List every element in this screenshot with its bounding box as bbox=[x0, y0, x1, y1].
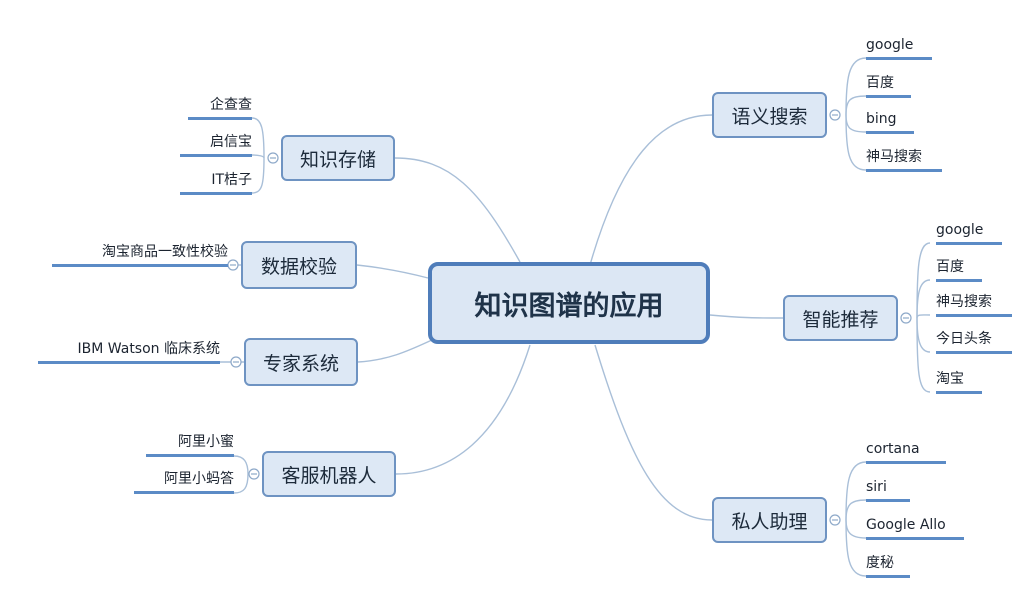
branch-validation[interactable]: 数据校验 bbox=[241, 241, 357, 289]
branch-service[interactable]: 客服机器人 bbox=[262, 451, 396, 497]
leaf-semantic-bing[interactable]: bing bbox=[866, 110, 914, 134]
leaf-storage-itjuzi[interactable]: IT桔子 bbox=[180, 171, 252, 195]
branch-storage[interactable]: 知识存储 bbox=[281, 135, 395, 181]
connector-service bbox=[395, 344, 531, 475]
connector-recommendation bbox=[709, 314, 784, 319]
leaf-semantic-shenma[interactable]: 神马搜索 bbox=[866, 148, 942, 172]
connector-storage bbox=[394, 157, 521, 263]
leaf-reco-baidu[interactable]: 百度 bbox=[936, 258, 982, 282]
leaf-reco-google[interactable]: google bbox=[936, 221, 1002, 245]
leaf-assistant-siri[interactable]: siri bbox=[866, 478, 910, 502]
root-topic[interactable]: 知识图谱的应用 bbox=[428, 262, 710, 344]
leaf-validation-taobao[interactable]: 淘宝商品一致性校验 bbox=[52, 243, 228, 267]
leaf-storage-qichacha[interactable]: 企查查 bbox=[188, 96, 252, 120]
leaf-expert-ibm-watson[interactable]: IBM Watson 临床系统 bbox=[38, 340, 220, 364]
leaf-reco-taobao[interactable]: 淘宝 bbox=[936, 370, 982, 394]
leaf-assistant-dumi[interactable]: 度秘 bbox=[866, 554, 910, 578]
leaf-service-alixiaomi[interactable]: 阿里小蜜 bbox=[146, 433, 234, 457]
leaf-reco-toutiao[interactable]: 今日头条 bbox=[936, 330, 1012, 354]
leaf-assistant-google-allo[interactable]: Google Allo bbox=[866, 516, 964, 540]
leaf-storage-qixinbao[interactable]: 启信宝 bbox=[180, 133, 252, 157]
branch-expert[interactable]: 专家系统 bbox=[244, 338, 358, 386]
branch-recommendation[interactable]: 智能推荐 bbox=[783, 295, 898, 341]
leaf-reco-shenma[interactable]: 神马搜索 bbox=[936, 293, 1012, 317]
connector-expert bbox=[357, 339, 433, 363]
connector-semantic-search bbox=[589, 114, 713, 266]
leaf-assistant-cortana[interactable]: cortana bbox=[866, 440, 946, 464]
branch-semantic-search[interactable]: 语义搜索 bbox=[712, 92, 827, 138]
leaf-semantic-google[interactable]: google bbox=[866, 36, 932, 60]
branch-assistant[interactable]: 私人助理 bbox=[712, 497, 827, 543]
leaf-semantic-baidu[interactable]: 百度 bbox=[866, 74, 911, 98]
connector-assistant bbox=[594, 344, 713, 521]
leaf-service-alixiaomayida[interactable]: 阿里小蚂答 bbox=[134, 470, 234, 494]
connector-validation bbox=[356, 264, 429, 279]
